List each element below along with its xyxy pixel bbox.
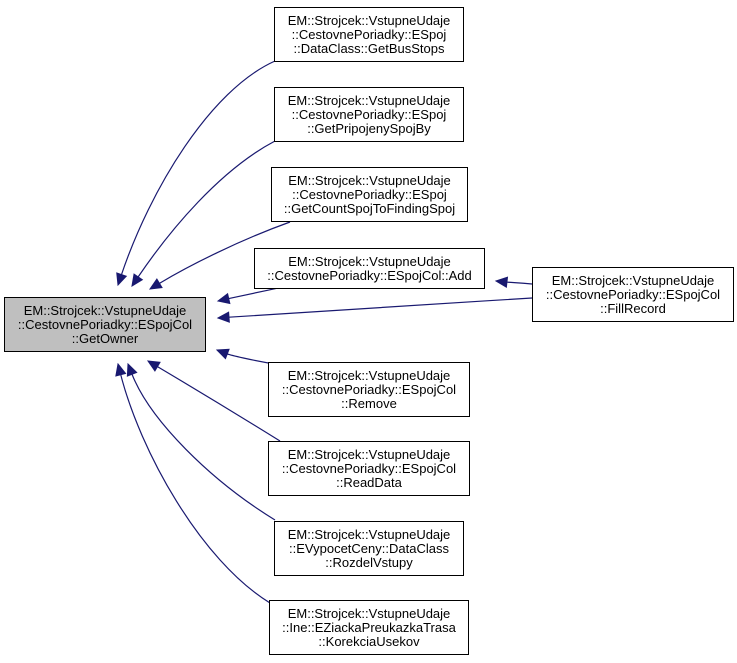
node-line: ::CestovnePoriadky::ESpoj bbox=[292, 186, 447, 202]
edge-add-to-getowner bbox=[228, 287, 279, 300]
arrowhead-icon bbox=[146, 360, 161, 372]
node-add[interactable]: EM::Strojcek::VstupneUdaje ::CestovnePor… bbox=[254, 248, 485, 289]
node-line: ::ReadData bbox=[336, 474, 402, 490]
edge-korekciausekov-to-getowner bbox=[120, 374, 271, 604]
arrowhead-icon bbox=[215, 348, 230, 360]
edge-fillrecord-to-add bbox=[506, 281, 533, 285]
arrowhead-icon bbox=[115, 362, 127, 377]
node-line: EM::Strojcek::VstupneUdaje bbox=[287, 526, 451, 542]
node-line: ::KorekciaUsekov bbox=[318, 633, 420, 649]
node-line: ::CestovnePoriadky::ESpojCol bbox=[281, 460, 457, 476]
node-line: EM::Strojcek::VstupneUdaje bbox=[23, 302, 187, 318]
edge-rozdelvstupy-to-getowner bbox=[131, 374, 276, 521]
node-fillrecord[interactable]: EM::Strojcek::VstupneUdaje ::CestovnePor… bbox=[532, 267, 734, 322]
node-line: ::EVypocetCeny::DataClass bbox=[289, 540, 449, 556]
node-line: EM::Strojcek::VstupneUdaje bbox=[288, 253, 451, 269]
edge-getcountspoj-to-getowner bbox=[159, 221, 291, 284]
node-line: EM::Strojcek::VstupneUdaje bbox=[551, 272, 715, 288]
arrowhead-icon bbox=[216, 311, 230, 323]
node-line: ::FillRecord bbox=[600, 300, 666, 316]
node-line: EM::Strojcek::VstupneUdaje bbox=[288, 172, 451, 188]
node-line: EM::Strojcek::VstupneUdaje bbox=[287, 605, 451, 621]
node-line: ::CestovnePoriadky::ESpoj bbox=[291, 106, 447, 122]
arrowhead-icon bbox=[494, 276, 509, 289]
node-line: EM::Strojcek::VstupneUdaje bbox=[287, 446, 451, 462]
arrowhead-icon bbox=[216, 292, 231, 305]
edge-getbusstops-to-getowner bbox=[120, 60, 276, 275]
node-korekciausekov[interactable]: EM::Strojcek::VstupneUdaje ::Ine::EZiack… bbox=[269, 600, 469, 655]
node-getpripojenyspojby[interactable]: EM::Strojcek::VstupneUdaje ::CestovnePor… bbox=[274, 87, 464, 142]
edge-fillrecord-to-getowner bbox=[228, 297, 533, 318]
node-line: ::DataClass::GetBusStops bbox=[293, 40, 445, 56]
node-line: ::CestovnePoriadky::ESpojCol bbox=[545, 286, 721, 302]
node-getcountspoj[interactable]: EM::Strojcek::VstupneUdaje ::CestovnePor… bbox=[271, 167, 468, 222]
arrowhead-icon bbox=[148, 278, 163, 290]
edge-readdata-to-getowner bbox=[157, 366, 281, 442]
node-line: ::CestovnePoriadky::ESpojCol::Add bbox=[267, 267, 472, 283]
node-line: ::Ine::EZiackaPreukazkaTrasa bbox=[282, 619, 456, 635]
node-line: EM::Strojcek::VstupneUdaje bbox=[287, 367, 451, 383]
node-getowner[interactable]: EM::Strojcek::VstupneUdaje ::CestovnePor… bbox=[4, 297, 206, 352]
node-getbusstops[interactable]: EM::Strojcek::VstupneUdaje ::CestovnePor… bbox=[274, 7, 464, 62]
node-line: ::GetPripojenySpojBy bbox=[307, 120, 431, 136]
arrowhead-icon bbox=[126, 362, 138, 377]
node-rozdelvstupy[interactable]: EM::Strojcek::VstupneUdaje ::EVypocetCen… bbox=[274, 521, 464, 576]
node-line: EM::Strojcek::VstupneUdaje bbox=[287, 12, 451, 28]
node-line: ::RozdelVstupy bbox=[325, 554, 413, 570]
node-line: ::CestovnePoriadky::ESpojCol bbox=[17, 316, 193, 332]
node-line: EM::Strojcek::VstupneUdaje bbox=[287, 92, 451, 108]
arrowhead-icon bbox=[131, 273, 144, 287]
arrowhead-icon bbox=[116, 272, 128, 287]
node-line: ::GetOwner bbox=[71, 330, 139, 346]
node-line: ::GetCountSpojToFindingSpoj bbox=[283, 200, 456, 216]
node-line: ::CestovnePoriadky::ESpoj bbox=[291, 26, 447, 42]
node-line: ::CestovnePoriadky::ESpojCol bbox=[281, 381, 457, 397]
node-line: ::Remove bbox=[341, 395, 397, 411]
node-remove[interactable]: EM::Strojcek::VstupneUdaje ::CestovnePor… bbox=[268, 362, 470, 417]
node-readdata[interactable]: EM::Strojcek::VstupneUdaje ::CestovnePor… bbox=[268, 441, 470, 496]
edge-getpripojenyspojby-to-getowner bbox=[137, 140, 276, 278]
